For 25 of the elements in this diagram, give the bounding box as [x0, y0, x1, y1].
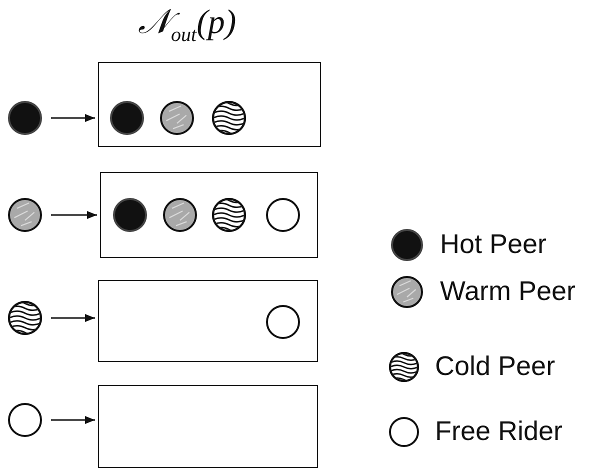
legend-label: Cold Peer: [435, 351, 556, 382]
arrow: [51, 114, 95, 122]
peer-circle: [210, 196, 246, 232]
arrow: [51, 314, 95, 322]
peer-circle: [210, 100, 246, 136]
peer-circle: [158, 100, 194, 136]
neighbor-set-box: [100, 172, 318, 258]
neighbor-set-box: [98, 62, 321, 147]
peer-circle: [162, 196, 198, 232]
peer-circle: [108, 100, 144, 136]
peer-circle: [112, 196, 148, 232]
legend-label: Free Rider: [435, 416, 563, 447]
legend-label: Warm Peer: [440, 276, 576, 307]
legend-label: Hot Peer: [440, 229, 547, 260]
peer-circle: [264, 304, 300, 340]
neighbor-set-box: [98, 385, 318, 468]
arrow: [51, 211, 97, 219]
peer-circle: [7, 402, 43, 438]
peer-circle: [7, 300, 43, 336]
neighbor-set-box: [98, 280, 318, 362]
title: 𝒩$_{out}$(p): [138, 4, 236, 47]
peer-circle: [7, 100, 43, 136]
arrow: [51, 416, 95, 424]
peer-circle: [7, 197, 43, 233]
peer-circle: [264, 196, 300, 232]
